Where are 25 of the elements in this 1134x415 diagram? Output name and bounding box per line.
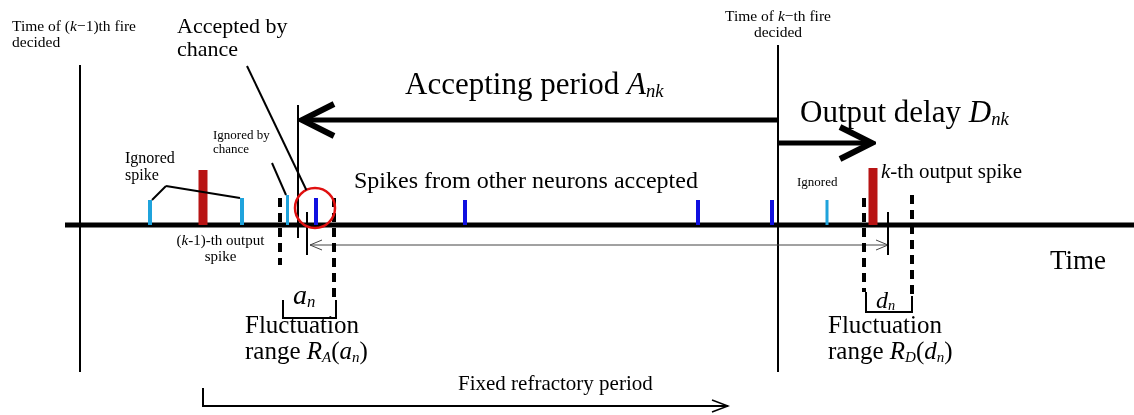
leader-line xyxy=(165,185,241,199)
spike-mark xyxy=(240,198,244,225)
annotation-text: k-th output spike xyxy=(881,160,1023,183)
time-marker-label: Time of k−th fire decided xyxy=(724,8,832,41)
annotation-text: Spikes from other neurons accepted xyxy=(354,168,698,194)
annotation-text: Accepted by chance xyxy=(177,14,292,61)
period-label: Accepting period A$_{nk}$ xyxy=(405,68,664,101)
range-label: Fluctuation range R$_{D}$(d$_{n}$) xyxy=(828,312,954,365)
time-marker-label: Time of (k−1)th fire decided xyxy=(12,18,137,51)
period-label: Fixed refractory period xyxy=(458,372,653,395)
range-label: Fluctuation range R$_{A}$(a$_{n}$) xyxy=(245,312,369,365)
spike-mark xyxy=(286,195,289,225)
spike-mark xyxy=(148,200,152,225)
variable-label: d$_{n}$ xyxy=(876,288,896,314)
annotation-text: (k-1)-th output spike xyxy=(175,233,266,265)
variable-label: a$_{n}$ xyxy=(293,280,316,310)
leader-line xyxy=(246,65,308,191)
annotation-text: Ignored by chance xyxy=(213,128,293,156)
highlight-circle xyxy=(293,186,337,230)
period-label: Output delay D$_{nk}$ xyxy=(800,96,1009,129)
leader-line xyxy=(271,162,287,196)
annotation-text: Ignored xyxy=(797,175,838,189)
axis-label: Time xyxy=(1050,246,1107,275)
leader-line xyxy=(151,185,167,201)
annotation-text: Ignored spike xyxy=(125,150,205,184)
